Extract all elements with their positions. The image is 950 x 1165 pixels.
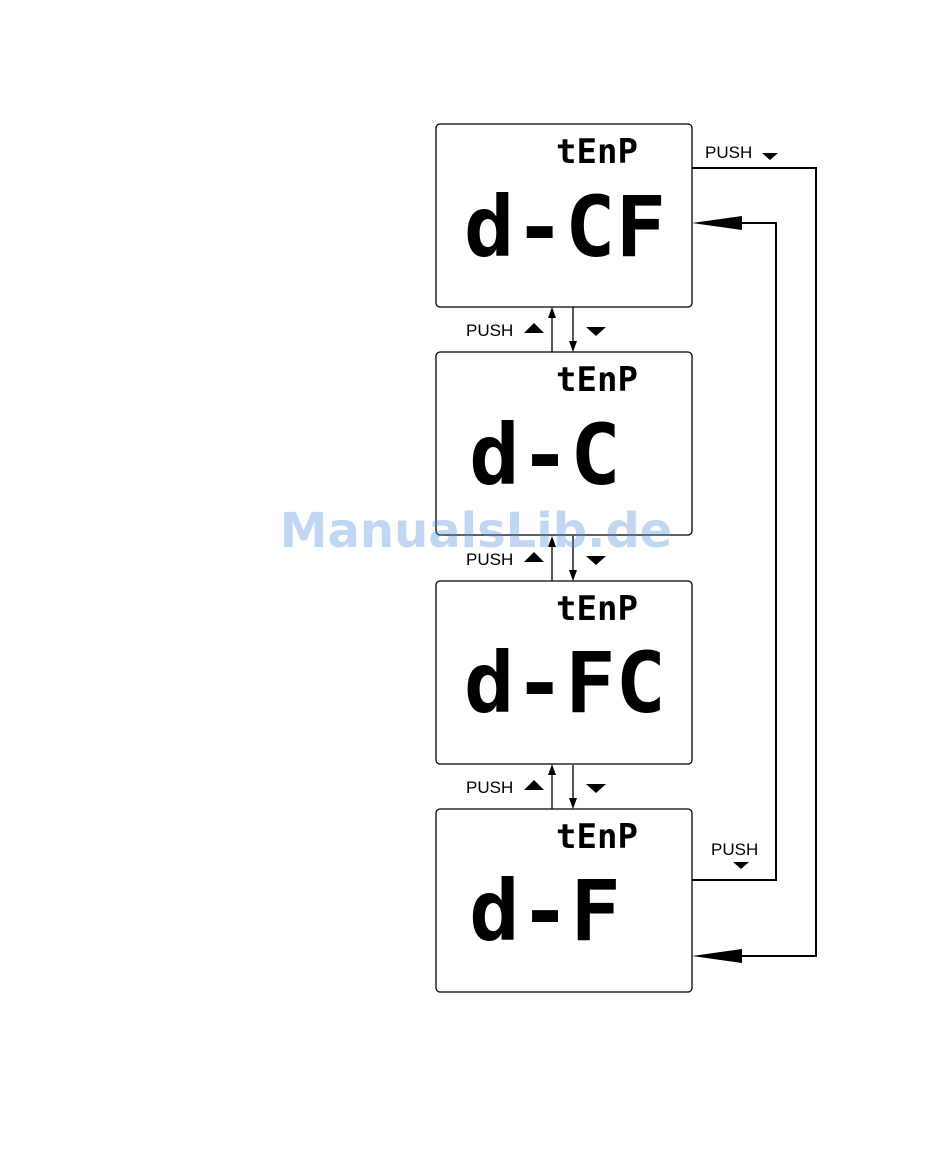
push-label: PUSH: [466, 778, 513, 797]
up-triangle-icon: [524, 323, 544, 333]
down-triangle-icon: [586, 784, 606, 793]
loop-line: [692, 168, 816, 956]
display-value: d-FC: [464, 634, 666, 732]
push-label: PUSH: [711, 840, 758, 859]
down-triangle-icon: [586, 327, 606, 336]
down-arrow-head-icon: [569, 341, 577, 352]
lcd-panel-3: tEnP d-FC: [436, 581, 692, 764]
connector-3-4: PUSH: [466, 764, 606, 809]
push-label: PUSH: [466, 321, 513, 340]
left-arrow-head-icon: [692, 949, 742, 963]
display-value: d-CF: [464, 178, 666, 276]
lcd-panel-4: tEnP d-F: [436, 809, 692, 992]
lcd-panel-1: tEnP d-CF: [436, 124, 692, 307]
display-value: d-C: [469, 406, 621, 504]
mode-label: tEnP: [556, 817, 638, 857]
loop-line: [692, 223, 776, 880]
down-triangle-icon: [762, 153, 778, 160]
loop-panel4-to-panel1: PUSH: [692, 216, 776, 880]
up-triangle-icon: [524, 780, 544, 790]
mode-label: tEnP: [556, 589, 638, 629]
connector-1-2: PUSH: [466, 307, 606, 352]
up-arrow-head-icon: [548, 764, 556, 775]
up-arrow-head-icon: [548, 307, 556, 318]
mode-label: tEnP: [556, 132, 638, 172]
display-value: d-F: [469, 862, 621, 960]
push-label: PUSH: [705, 143, 752, 162]
down-arrow-head-icon: [569, 798, 577, 809]
mode-label: tEnP: [556, 360, 638, 400]
down-arrow-head-icon: [569, 570, 577, 581]
left-arrow-head-icon: [692, 216, 742, 230]
down-triangle-icon: [733, 862, 749, 869]
watermark-text: ManualsLib.de: [280, 503, 672, 559]
